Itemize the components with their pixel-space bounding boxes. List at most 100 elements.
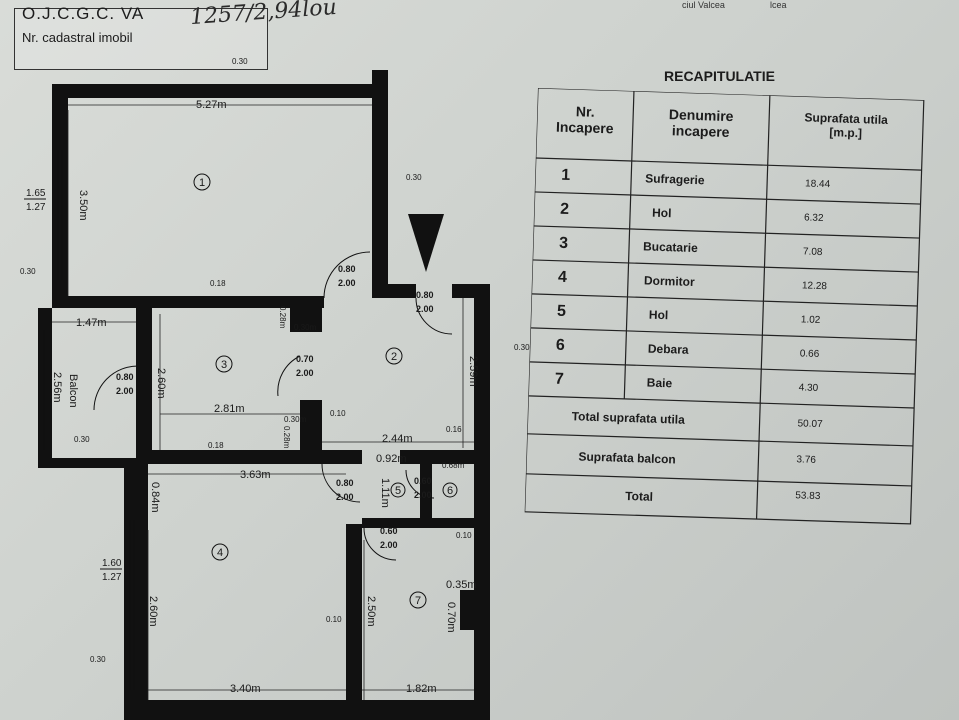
door-c-top: 0.80 [116, 372, 134, 382]
small-028-a: 0.28m [278, 306, 287, 329]
dimension-lines [52, 104, 474, 700]
door-a-bottom: 2.00 [338, 278, 356, 288]
room-labels: 1 2 3 4 5 6 7 [193, 173, 458, 609]
row-4-name: Dormitor [643, 273, 695, 290]
small-010-c: 0.10 [326, 615, 342, 624]
window-1-bottom: 1.27 [26, 202, 46, 213]
header-name: Denumire incapere [637, 105, 766, 141]
small-030-bottom-left: 0.30 [90, 655, 106, 664]
window-2-top: 1.60 [102, 558, 122, 569]
row-1-area: 18.44 [804, 178, 831, 191]
entrance-arrow [408, 214, 444, 272]
row-4-area: 12.28 [801, 280, 828, 293]
small-010-a: 0.10 [330, 409, 346, 418]
small-018-b: 0.18 [208, 441, 224, 450]
row-3-name: Bucatarie [642, 239, 698, 256]
table-grid [524, 88, 925, 525]
room-3-label: 3 [221, 359, 227, 371]
door-g-top: 0.60 [380, 526, 398, 536]
row-6-area: 0.66 [799, 348, 820, 360]
dim-260a: 2.60m [155, 368, 167, 399]
door-labels: 0.80 2.00 0.80 2.00 0.80 2.00 0.70 2.00 … [116, 264, 434, 550]
header-area: Suprafata utila [m.p.] [773, 109, 920, 142]
top-right-text-2: lcea [770, 0, 787, 10]
room-5-label: 5 [395, 485, 401, 497]
dim-070: 0.70m [445, 602, 457, 633]
dim-250: 2.50m [365, 596, 377, 627]
door-c-bottom: 2.00 [116, 386, 134, 396]
room-4-label: 4 [217, 547, 223, 559]
row-2-name: Hol [651, 205, 672, 221]
door-b-top: 0.80 [416, 290, 434, 300]
room-7-label: 7 [415, 595, 421, 607]
row-5-area: 1.02 [800, 314, 821, 326]
small-030-r2: 0.30 [514, 343, 530, 352]
dim-281: 2.81m [214, 403, 245, 415]
dim-244: 2.44m [382, 433, 413, 445]
row-3-nr: 3 [558, 234, 569, 253]
top-right-text-1: ciul Valcea [682, 0, 725, 10]
dim-182: 1.82m [406, 683, 437, 695]
window-labels: 1.65 1.27 1.60 1.27 [24, 188, 122, 583]
row-2-area: 6.32 [803, 212, 824, 225]
recap-table: Nr. Incapere Denumire incapere Suprafata… [524, 88, 926, 526]
balcon-area-value: 3.76 [796, 454, 817, 466]
header-nr: Nr. Incapere [543, 102, 628, 137]
dim-035: 0.35m [446, 579, 477, 591]
total-label: Total [625, 488, 654, 504]
dim-340: 3.40m [230, 683, 261, 695]
room-1-label: 1 [199, 177, 205, 189]
header-nr-line2: Incapere [555, 118, 614, 137]
door-e-top: 0.80 [336, 478, 354, 488]
row-7-nr: 7 [554, 370, 565, 388]
door-f-bottom: 2.00 [414, 490, 432, 500]
small-030-mid: 0.30m [294, 323, 317, 332]
total-value: 53.83 [795, 490, 821, 503]
small-016: 0.16 [446, 425, 462, 434]
small-030-r1: 0.30 [406, 173, 422, 182]
small-030-mid2: 0.30m [284, 415, 307, 424]
balcon-area-label: Suprafata balcon [578, 449, 676, 467]
row-7-area: 4.30 [798, 382, 819, 394]
walls [38, 70, 490, 720]
cadastral-label: Nr. cadastral imobil [22, 30, 133, 45]
dim-260b: 2.60m [147, 596, 159, 627]
row-1-nr: 1 [561, 166, 571, 185]
row-1-name: Sufragerie [644, 171, 705, 188]
row-5-name: Hol [648, 307, 669, 323]
dim-363: 3.63m [240, 469, 271, 481]
dim-111: 1.11m [379, 478, 391, 508]
window-1-top: 1.65 [26, 188, 46, 199]
row-5-nr: 5 [556, 302, 567, 320]
small-068: 0.68m [442, 461, 465, 470]
small-018-a: 0.18 [210, 279, 226, 288]
dim-256: 2.56m [51, 372, 63, 403]
row-3-area: 7.08 [802, 246, 823, 259]
small-labels: 0.30 0.30 0.30 0.18 0.30 0.30 0.30 0.18 … [20, 57, 530, 664]
small-030-balcony: 0.30 [74, 435, 90, 444]
dim-147: 1.47m [76, 317, 107, 329]
small-010-b: 0.10 [456, 531, 472, 540]
dim-092: 0.92m [376, 453, 407, 465]
room-6-label: 6 [447, 485, 453, 497]
door-d-top: 0.70 [296, 354, 314, 364]
dim-259: 2.59m [467, 356, 479, 387]
door-d-bottom: 2.00 [296, 368, 314, 378]
row-4-nr: 4 [557, 268, 568, 286]
org-name: O.J.C.G.C. VA [22, 4, 145, 23]
row-6-nr: 6 [555, 336, 566, 354]
recap-title: RECAPITULATIE [664, 68, 775, 84]
door-b-bottom: 2.00 [416, 304, 434, 314]
dim-084: 0.84m [149, 482, 161, 513]
cadastral-header-box [14, 8, 268, 70]
small-028-b: 0.28m [282, 426, 291, 449]
door-e-bottom: 2.00 [336, 492, 354, 502]
door-a-top: 0.80 [338, 264, 356, 274]
door-g-bottom: 2.00 [380, 540, 398, 550]
door-f-top: 0.60 [414, 476, 432, 486]
dimension-labels: 5.27m 3.50m 1.47m 2.56m 2.60m 2.81m 2.59… [51, 99, 479, 695]
small-030-left: 0.30 [20, 267, 36, 276]
windows [43, 150, 135, 690]
balcon-label: Balcon [67, 374, 79, 408]
small-030-top: 0.30 [232, 57, 248, 66]
